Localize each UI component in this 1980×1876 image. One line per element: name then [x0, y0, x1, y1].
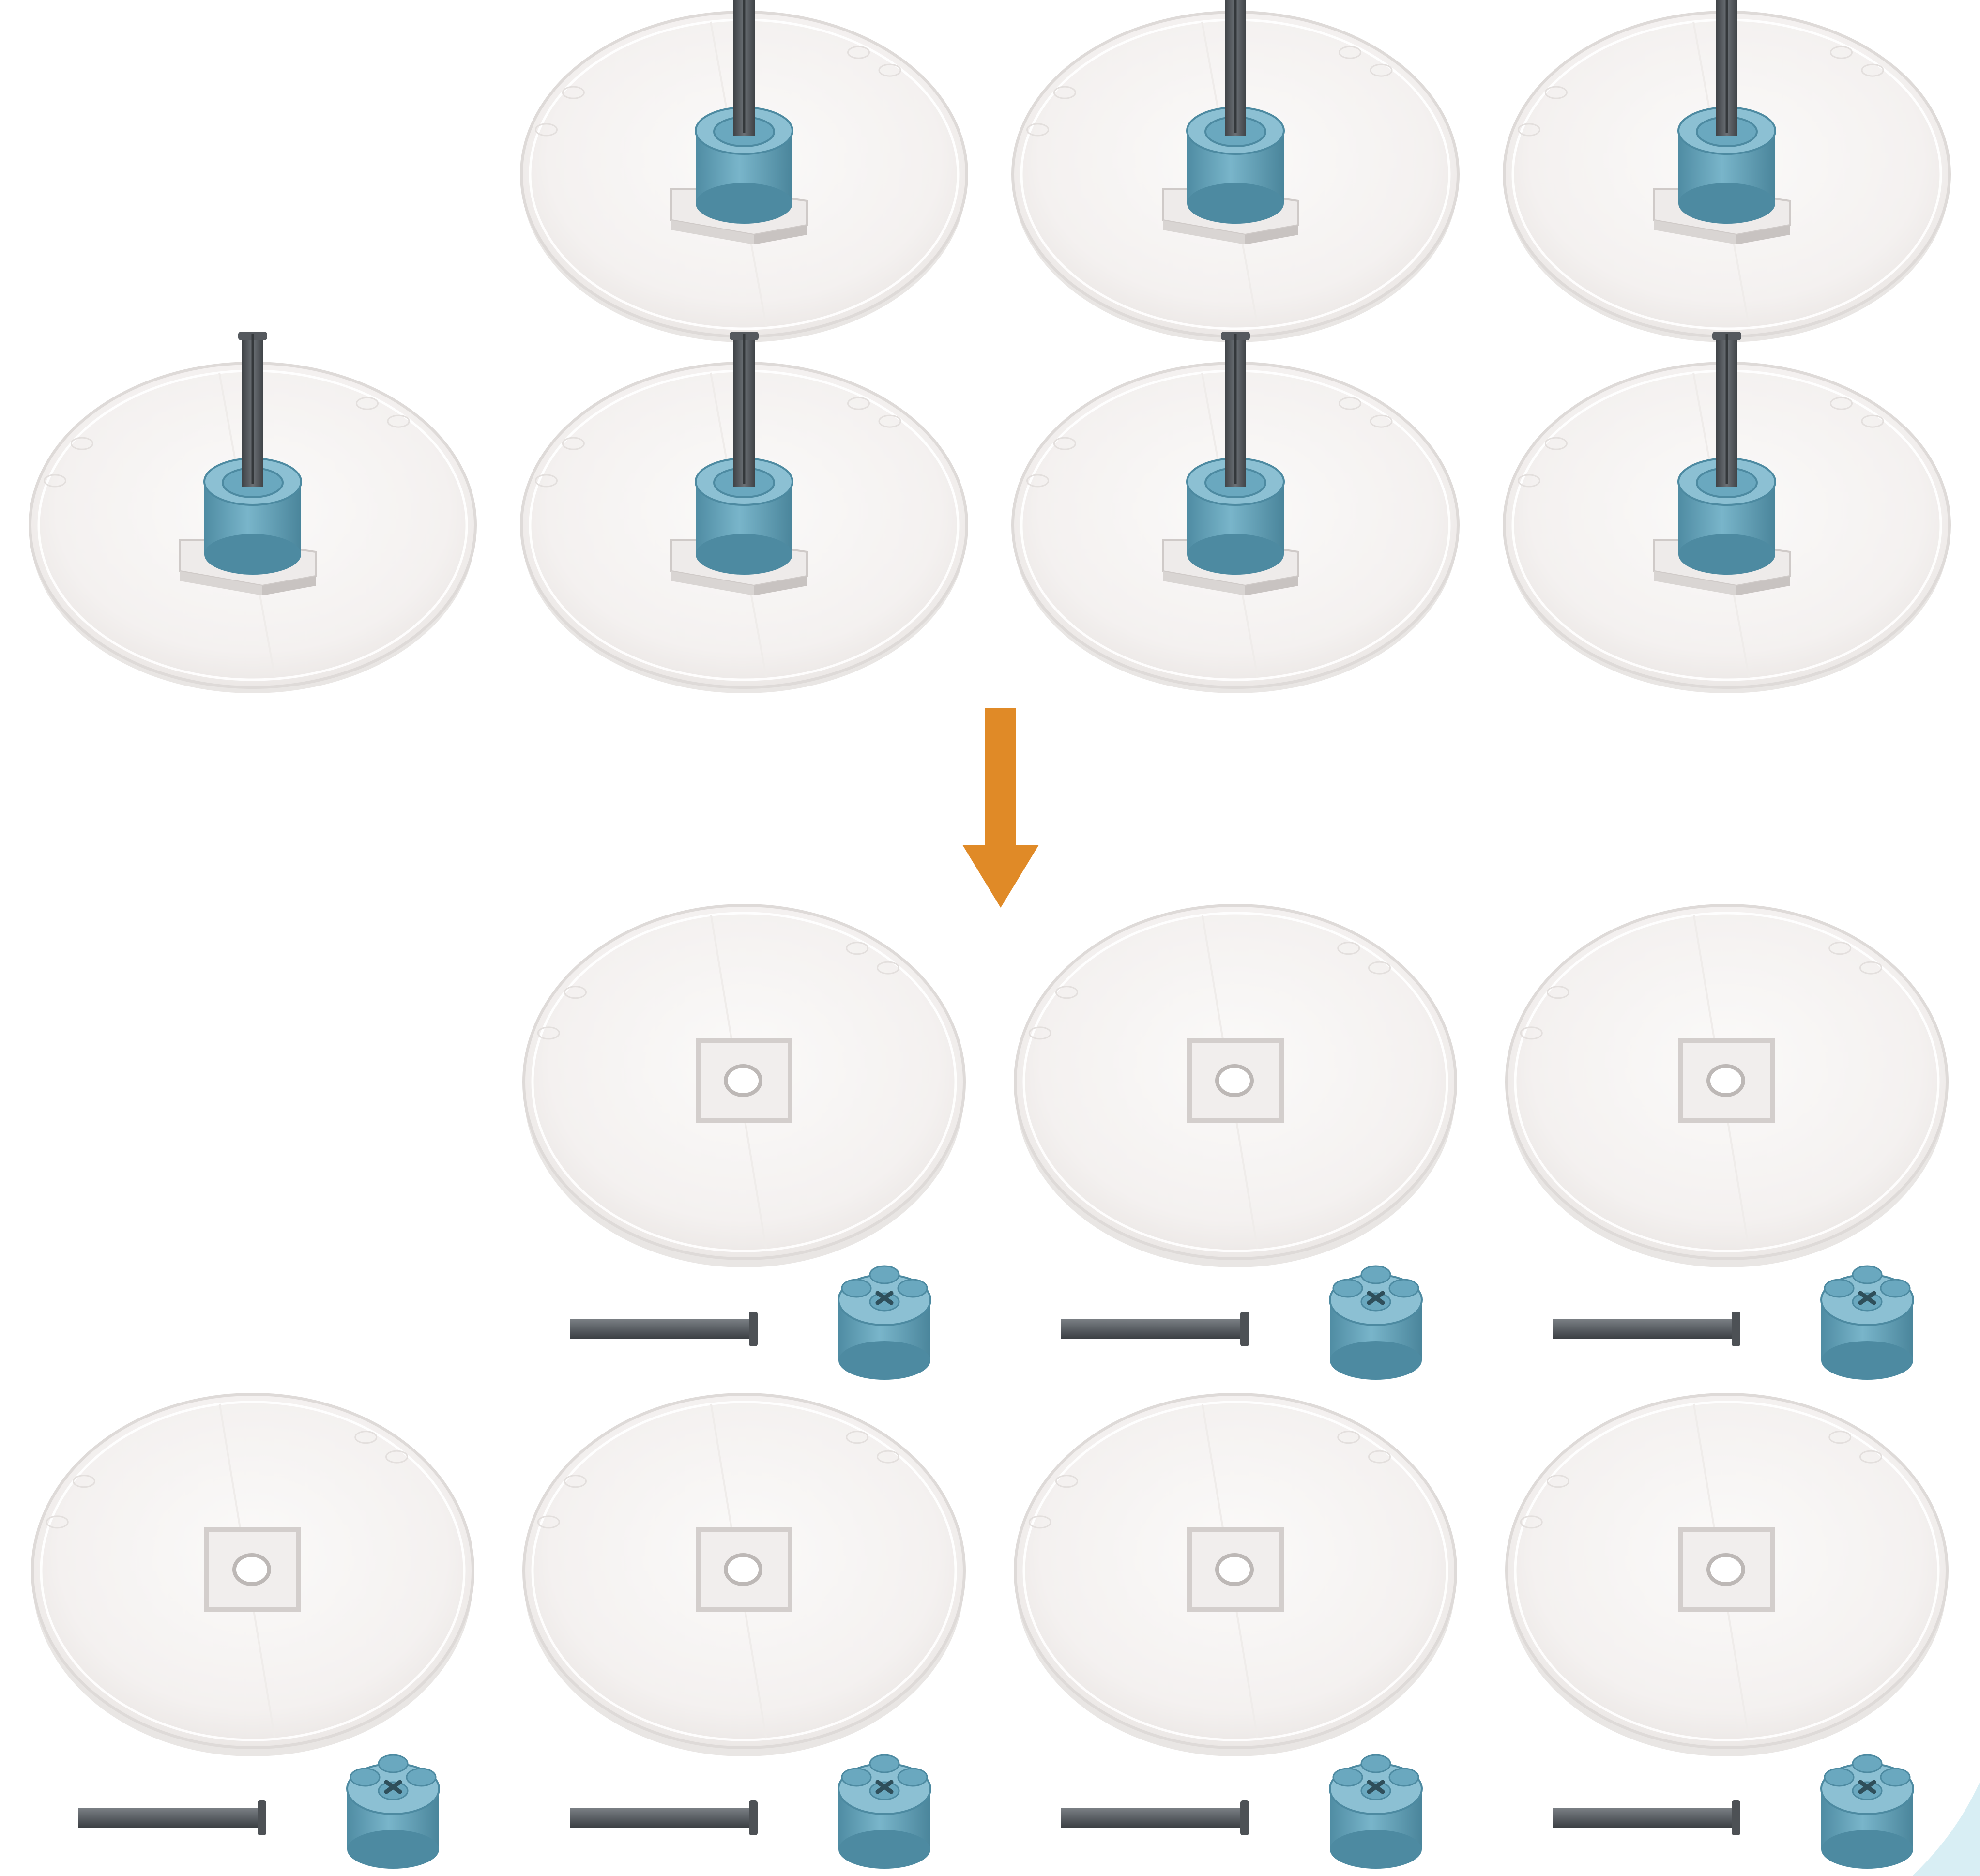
round-brick: [1820, 1265, 1914, 1380]
axle: [1553, 1312, 1740, 1346]
disassembled-unit: [522, 904, 966, 1380]
down-arrow: [962, 708, 1039, 908]
assembled-unit: [29, 332, 477, 693]
round-brick: [1329, 1754, 1423, 1869]
round-brick: [346, 1754, 440, 1869]
assembled-unit: [1503, 332, 1951, 693]
assembled-unit: [1011, 0, 1460, 342]
axle: [1712, 332, 1741, 487]
axle: [1716, 0, 1737, 136]
tile-with-hole: [204, 1527, 301, 1612]
axle: [730, 332, 759, 487]
tile-with-hole: [1678, 1038, 1775, 1123]
assembled-unit: [1503, 0, 1951, 342]
tile-with-hole: [1187, 1527, 1284, 1612]
disassembled-unit: [1014, 904, 1457, 1380]
disassembled-unit: [1014, 1393, 1457, 1869]
axle: [78, 1800, 266, 1835]
disassembled-unit: [1505, 904, 1949, 1380]
tile-with-hole: [1187, 1038, 1284, 1123]
disassembled-unit: [1505, 1393, 1949, 1869]
round-brick: [838, 1265, 931, 1380]
round-brick: [1677, 107, 1776, 224]
assembled-group: [29, 0, 1951, 693]
tile-with-hole: [696, 1527, 792, 1612]
tile-with-hole: [1678, 1527, 1775, 1612]
round-brick: [1329, 1265, 1423, 1380]
axle: [570, 1800, 758, 1835]
assembled-unit: [520, 332, 968, 693]
axle: [570, 1312, 758, 1346]
axle: [1225, 0, 1246, 136]
axle: [1221, 332, 1250, 487]
round-brick: [838, 1754, 931, 1869]
disassembled-unit: [522, 1393, 966, 1869]
disassembled-group: [31, 904, 1949, 1869]
assembled-unit: [520, 0, 968, 342]
disassembled-unit: [31, 1393, 474, 1869]
round-brick: [1820, 1754, 1914, 1869]
corner-tint: [1912, 1782, 1980, 1876]
axle: [1553, 1800, 1740, 1835]
axle: [1061, 1800, 1249, 1835]
tile-with-hole: [696, 1038, 792, 1123]
assembled-unit: [1011, 332, 1460, 693]
axle: [238, 332, 267, 487]
axle: [733, 0, 755, 136]
axle: [1061, 1312, 1249, 1346]
